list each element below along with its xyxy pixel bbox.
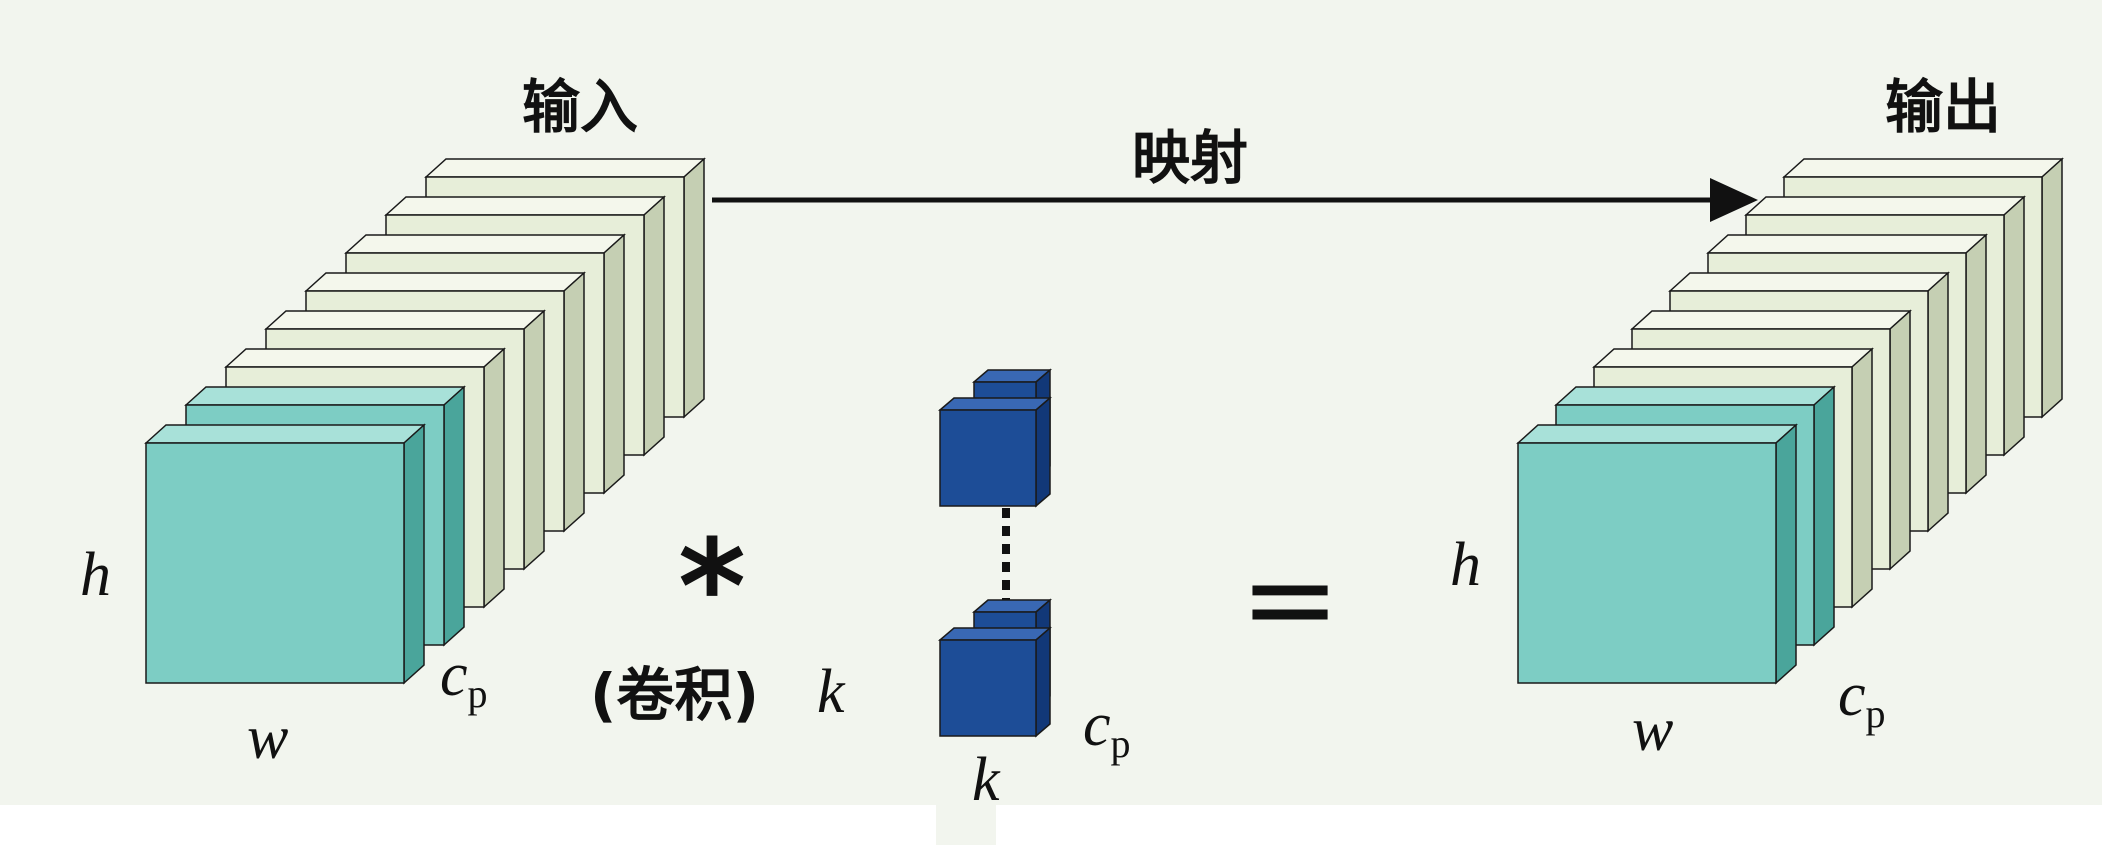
input-stack-slice-6-top-face bbox=[224, 348, 506, 368]
input-stack-slice-1-side-face bbox=[683, 157, 705, 419]
output-stack-slice-6-side-face bbox=[1851, 347, 1873, 609]
input-stack-slice-3-top-face bbox=[344, 234, 626, 254]
output-stack-slice-7-side-face bbox=[1813, 385, 1835, 647]
background-tab bbox=[936, 800, 996, 845]
input-stack-slice-1-top-face bbox=[424, 158, 706, 178]
kernel-top-front-cube-side-face bbox=[1035, 396, 1051, 508]
output-stack-slice-2-top-face bbox=[1744, 196, 2026, 216]
input-stack-slice-5-side-face bbox=[523, 309, 545, 571]
output-stack-slice-4-top-face bbox=[1668, 272, 1950, 292]
input-height-label: h bbox=[80, 541, 111, 609]
kernel-top-front-cube-top-face bbox=[937, 397, 1053, 411]
output-width-label: w bbox=[1632, 696, 1673, 764]
input-stack-slice-8 bbox=[144, 423, 426, 685]
kernel-bottom-front-cube-side-face bbox=[1035, 626, 1051, 738]
input-stack-slice-4-side-face bbox=[563, 271, 585, 533]
input-stack-slice-6-side-face bbox=[483, 347, 505, 609]
input-stack-slice-5-top-face bbox=[264, 310, 546, 330]
kernel-bottom-front-cube-top-face bbox=[937, 627, 1053, 641]
output-stack-slice-2-side-face bbox=[2003, 195, 2025, 457]
output-stack-slice-5-top-face bbox=[1630, 310, 1912, 330]
kernel-top-front-cube-front-face bbox=[939, 409, 1037, 507]
mapping-arrow bbox=[712, 178, 1758, 222]
output-stack-slice-8-front-face bbox=[1517, 442, 1777, 684]
input-width-label: w bbox=[247, 704, 288, 772]
kernel-size-label: k bbox=[817, 658, 846, 726]
convolution-label: (卷积) bbox=[590, 661, 759, 729]
output-height-label: h bbox=[1450, 531, 1481, 599]
input-title: 输入 bbox=[522, 73, 638, 141]
kernel-bottom-front-cube bbox=[937, 626, 1053, 738]
input-stack-slice-3-side-face bbox=[603, 233, 625, 495]
output-stack-slice-8-side-face bbox=[1775, 423, 1797, 685]
output-stack-slice-3-side-face bbox=[1965, 233, 1987, 495]
input-stack-slice-7-top-face bbox=[184, 386, 466, 406]
kernel-filter-bottom bbox=[937, 598, 1053, 738]
input-stack-slice-8-top-face bbox=[144, 424, 426, 444]
output-stack-slice-5-side-face bbox=[1889, 309, 1911, 571]
output-title: 输出 bbox=[1885, 73, 2001, 141]
output-stack-slice-8-top-face bbox=[1516, 424, 1798, 444]
output-stack-slice-1-side-face bbox=[2041, 157, 2063, 419]
input-stack-slice-4-top-face bbox=[304, 272, 586, 292]
input-feature-stack bbox=[144, 157, 706, 685]
convolution-symbol: * bbox=[678, 511, 746, 663]
mapping-arrow-head bbox=[1710, 178, 1758, 222]
output-stack-slice-3-top-face bbox=[1706, 234, 1988, 254]
output-feature-stack bbox=[1516, 157, 2064, 685]
kernel-channel-label: cp bbox=[1083, 691, 1131, 766]
kernel-bottom-size-label: k bbox=[972, 746, 1001, 814]
kernel-filter-top bbox=[937, 368, 1053, 508]
mapping-label: 映射 bbox=[1132, 124, 1248, 192]
output-stack-slice-7-top-face bbox=[1554, 386, 1836, 406]
output-stack-slice-4-side-face bbox=[1927, 271, 1949, 533]
output-stack-slice-1-top-face bbox=[1782, 158, 2064, 178]
kernel-top-front-cube bbox=[937, 396, 1053, 508]
input-stack-slice-2-side-face bbox=[643, 195, 665, 457]
input-channel-label: cp bbox=[440, 641, 488, 716]
kernel-bottom-front-cube-front-face bbox=[939, 639, 1037, 737]
input-stack-slice-2-top-face bbox=[384, 196, 666, 216]
equals-sign: = bbox=[1240, 530, 1341, 669]
output-channel-label: cp bbox=[1838, 661, 1886, 736]
input-stack-slice-8-front-face bbox=[145, 442, 405, 684]
output-stack-slice-6-top-face bbox=[1592, 348, 1874, 368]
input-stack-slice-8-side-face bbox=[403, 423, 425, 685]
output-stack-slice-8 bbox=[1516, 423, 1798, 685]
input-stack-slice-7-side-face bbox=[443, 385, 465, 647]
